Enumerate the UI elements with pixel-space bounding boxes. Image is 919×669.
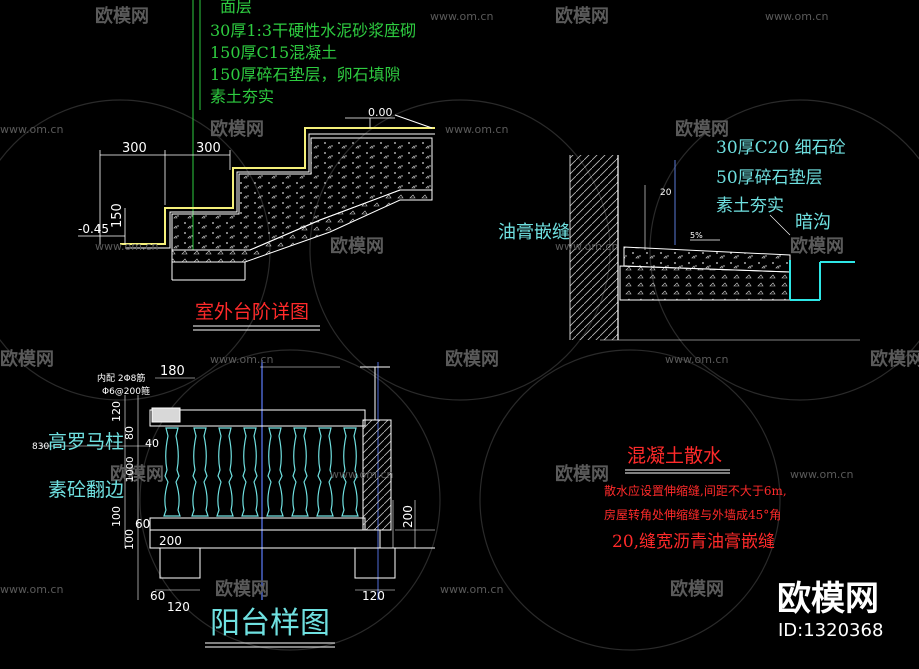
watermark-brand: 欧模网	[445, 348, 499, 370]
baluster	[216, 427, 234, 517]
baluster	[291, 427, 309, 517]
svg-text:120: 120	[362, 589, 385, 603]
watermark-brand: 欧模网	[555, 463, 609, 485]
brand-id-text: ID:1320368	[778, 620, 883, 641]
layer-label: 面层	[220, 0, 252, 16]
layer-label: 150厚C15混凝土	[210, 43, 337, 62]
watermark-brand: 欧模网	[675, 118, 729, 140]
balcony-detail	[40, 360, 435, 600]
steps-detail	[78, 0, 435, 281]
svg-text:200: 200	[401, 505, 415, 528]
watermark-brand: 欧模网	[0, 348, 54, 370]
svg-text:www.om.cn: www.om.cn	[430, 10, 493, 23]
watermark-brand: 欧模网	[95, 5, 149, 27]
svg-text:40: 40	[145, 437, 159, 450]
svg-text:www.om.cn: www.om.cn	[445, 123, 508, 136]
apron-layer-labels: 30厚C20 细石砼 50厚碎石垫层 素土夯实 油膏嵌缝 暗沟	[498, 138, 846, 243]
svg-text:830: 830	[32, 442, 49, 452]
svg-text:300: 300	[196, 141, 221, 156]
svg-text:www.om.cn: www.om.cn	[0, 123, 63, 136]
svg-text:散水应设置伸缩缝,间距不大于6m,: 散水应设置伸缩缝,间距不大于6m,	[604, 483, 787, 498]
watermark-sites: www.om.cn www.om.cn www.om.cn www.om.cn …	[0, 10, 853, 596]
steps-layer-labels: 面层 30厚1:3干硬性水泥砂浆座砌 150厚C15混凝土 150厚碎石垫层，卵…	[210, 0, 416, 106]
svg-text:80: 80	[123, 426, 136, 440]
brand-logo-text: 欧模网	[777, 579, 879, 619]
apron-detail	[569, 155, 860, 341]
curb-label: 素砼翻边	[48, 479, 124, 501]
svg-text:20: 20	[660, 188, 672, 198]
svg-text:180: 180	[160, 364, 185, 379]
steps-dimensions: 300 300 150 0.00 -0.45	[78, 106, 393, 236]
svg-text:www.om.cn: www.om.cn	[555, 240, 618, 253]
watermark-brand: 欧模网	[555, 5, 609, 27]
balcony-dimensions: 180 120 80 40 830 1000 100 60 100 200 20…	[32, 364, 415, 614]
layer-label: 150厚碎石垫层，卵石填隙	[210, 65, 401, 84]
svg-text:www.om.cn: www.om.cn	[95, 240, 158, 253]
svg-text:www.om.cn: www.om.cn	[790, 468, 853, 481]
svg-text:120: 120	[167, 600, 190, 614]
svg-text:www.om.cn: www.om.cn	[440, 583, 503, 596]
baluster	[191, 427, 209, 517]
apron-notes-title: 混凝土散水	[627, 445, 722, 467]
svg-text:60: 60	[150, 589, 165, 603]
layer-label: 50厚碎石垫层	[716, 168, 823, 188]
baluster	[266, 427, 284, 517]
apron-joint-note: 20,缝宽沥青油膏嵌缝	[612, 531, 775, 552]
svg-text:200: 200	[159, 534, 182, 548]
layer-label: 素土夯实	[716, 196, 784, 216]
layer-label: 素土夯实	[210, 87, 274, 106]
svg-text:房屋转角处伸缩缝与外墙成45°角: 房屋转角处伸缩缝与外墙成45°角	[604, 507, 781, 522]
svg-text:www.om.cn: www.om.cn	[330, 468, 393, 481]
ditch-label: 暗沟	[795, 212, 831, 233]
apron-notes-lines: 散水应设置伸缩缝,间距不大于6m, 房屋转角处伸缩缝与外墙成45°角	[604, 483, 787, 522]
watermark-brand: 欧模网	[215, 578, 269, 600]
layer-label: 30厚C20 细石砼	[716, 138, 846, 158]
baluster	[316, 427, 334, 517]
svg-text:0.00: 0.00	[368, 106, 393, 119]
svg-text:150: 150	[110, 203, 125, 228]
svg-text:100: 100	[110, 506, 123, 527]
svg-text:Φ6@200箍: Φ6@200箍	[102, 385, 150, 397]
svg-text:300: 300	[122, 141, 147, 156]
svg-text:60: 60	[135, 517, 150, 531]
column-label: 高罗马柱	[48, 431, 124, 453]
watermark-brand: 欧模网	[110, 463, 164, 485]
rebar-note: 内配 2Φ8筋 Φ6@200箍	[97, 372, 150, 397]
svg-text:www.om.cn: www.om.cn	[210, 353, 273, 366]
balcony-title: 阳台样图	[210, 606, 330, 641]
watermark-brand: 欧模网	[670, 578, 724, 600]
svg-text:1000: 1000	[125, 457, 136, 482]
svg-text:www.om.cn: www.om.cn	[765, 10, 828, 23]
svg-text:-0.45: -0.45	[78, 222, 109, 236]
watermark-brand: 欧模网	[870, 348, 919, 370]
baluster	[163, 427, 181, 517]
svg-text:内配 2Φ8筋: 内配 2Φ8筋	[97, 372, 145, 384]
svg-text:5%: 5%	[690, 231, 703, 240]
baluster	[241, 427, 259, 517]
watermark-brand: 欧模网	[330, 235, 384, 257]
joint-label: 油膏嵌缝	[498, 221, 570, 243]
layer-label: 30厚1:3干硬性水泥砂浆座砌	[210, 21, 416, 40]
watermark-brand: 欧模网	[790, 235, 844, 257]
svg-text:www.om.cn: www.om.cn	[0, 583, 63, 596]
svg-text:www.om.cn: www.om.cn	[665, 353, 728, 366]
svg-text:100: 100	[123, 529, 136, 550]
watermark-logos: 欧模网 欧模网 欧模网 欧模网 欧模网 欧模网 欧模网 欧模网 欧模网 欧模网 …	[0, 5, 919, 600]
steps-detail-title: 室外台阶详图	[195, 301, 309, 323]
baluster	[341, 427, 359, 517]
watermark-brand: 欧模网	[210, 118, 264, 140]
svg-text:120: 120	[110, 401, 123, 422]
